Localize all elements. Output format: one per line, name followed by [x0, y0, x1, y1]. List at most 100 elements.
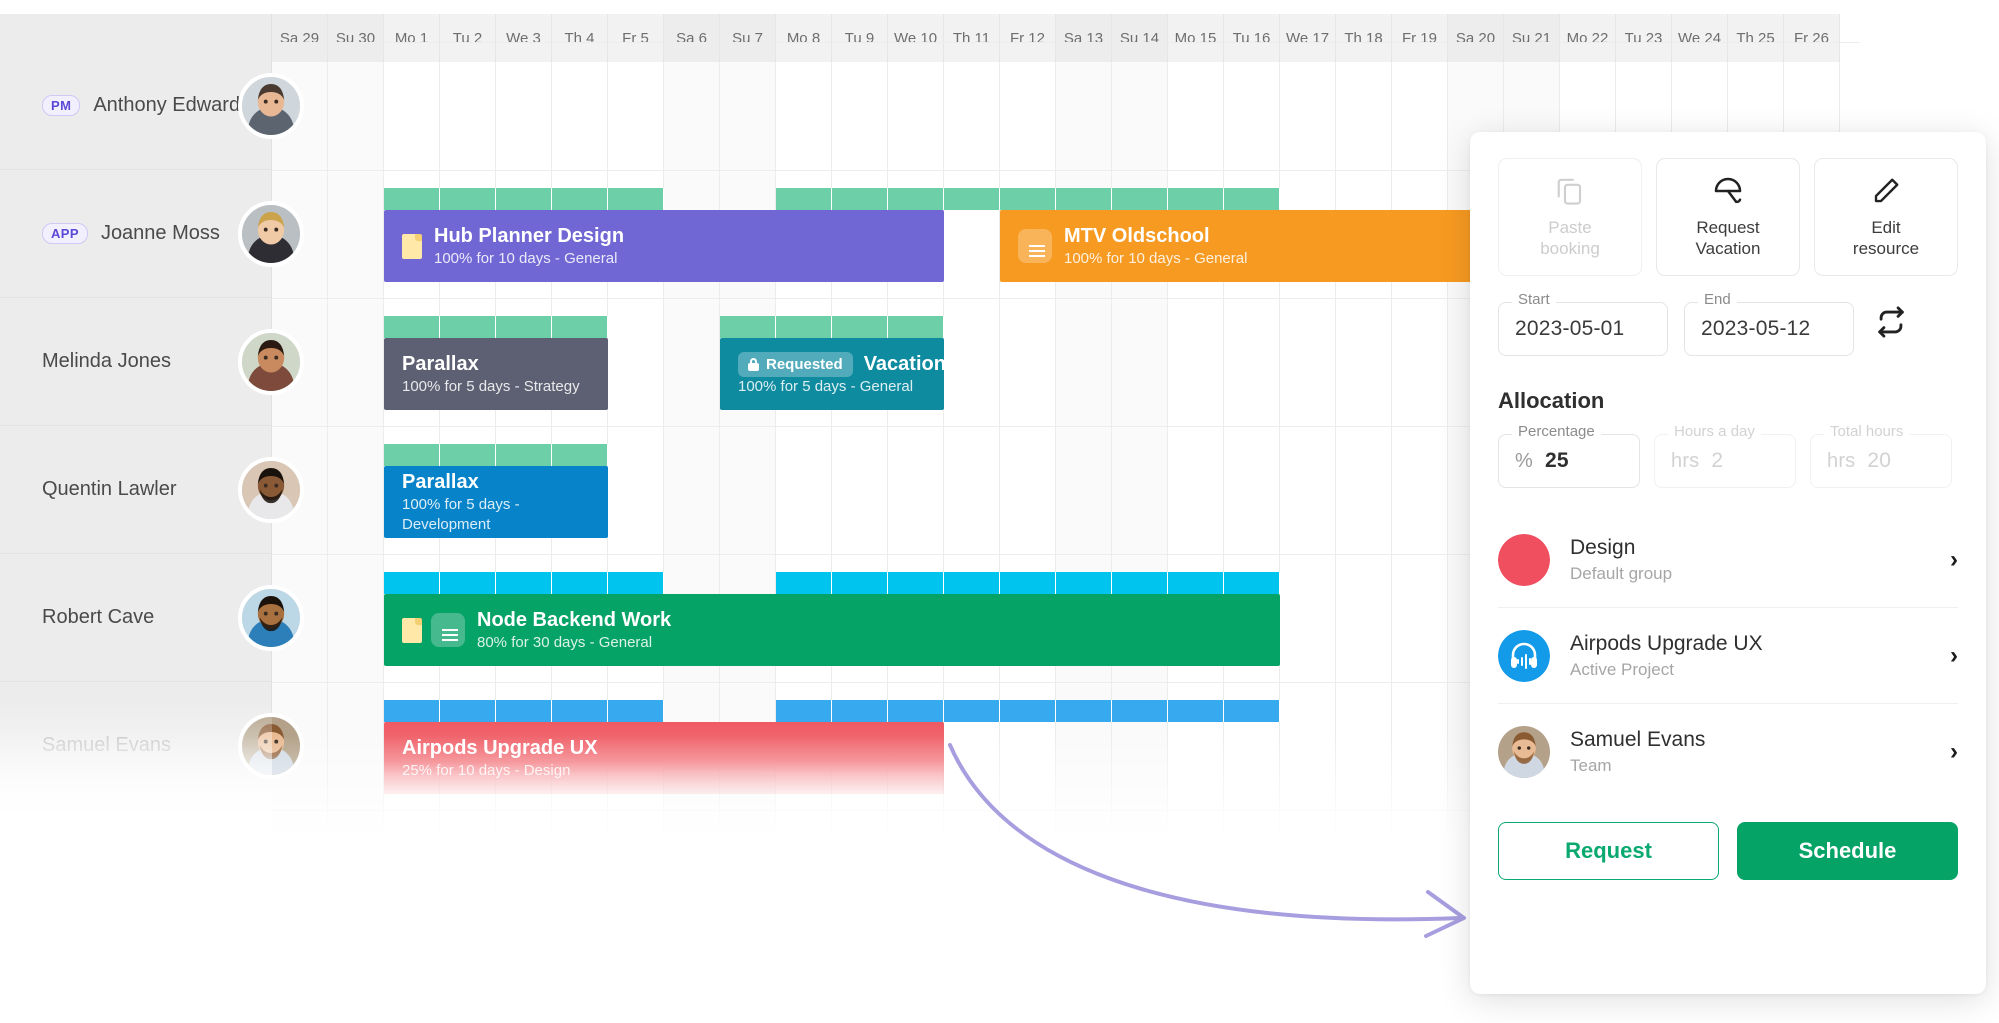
allocation-cell[interactable]	[832, 188, 888, 210]
day-header-cell[interactable]: Tu 23	[1616, 14, 1672, 62]
allocation-cell[interactable]	[720, 316, 776, 338]
allocation-strip[interactable]	[776, 700, 1280, 722]
allocation-cell[interactable]	[384, 188, 440, 210]
allocation-strip[interactable]	[1000, 188, 1280, 210]
day-column[interactable]	[720, 62, 776, 832]
allocation-cell[interactable]	[1224, 188, 1280, 210]
allocation-strip[interactable]	[776, 572, 1280, 594]
allocation-cell[interactable]	[496, 316, 552, 338]
allocation-cell[interactable]	[1056, 188, 1112, 210]
allocation-cell[interactable]	[888, 572, 944, 594]
allocation-cell[interactable]	[944, 700, 1000, 722]
allocation-cell[interactable]	[832, 316, 888, 338]
allocation-cell[interactable]	[944, 572, 1000, 594]
allocation-cell[interactable]	[496, 700, 552, 722]
selection-row[interactable]: Samuel Evans Team ›	[1498, 704, 1958, 800]
allocation-cell[interactable]	[440, 188, 496, 210]
schedule-button[interactable]: Schedule	[1737, 822, 1958, 880]
day-header-cell[interactable]: Mo 15	[1168, 14, 1224, 62]
allocation-cell[interactable]	[384, 572, 440, 594]
allocation-strip[interactable]	[384, 316, 608, 338]
selection-row[interactable]: Design Default group ›	[1498, 512, 1958, 608]
day-header-cell[interactable]: Th 4	[552, 14, 608, 62]
allocation-cell[interactable]	[552, 188, 608, 210]
allocation-cell[interactable]	[608, 572, 664, 594]
quick-action-request[interactable]: Request Vacation	[1656, 158, 1800, 276]
allocation-field-input[interactable]: % 25	[1498, 434, 1640, 488]
chevron-right-icon[interactable]: ›	[1950, 641, 1958, 669]
end-date-value[interactable]: 2023-05-12	[1684, 302, 1854, 356]
allocation-strip[interactable]	[384, 188, 664, 210]
day-column[interactable]	[328, 62, 384, 832]
allocation-field-hours-a-day[interactable]: Hours a day hrs 2	[1654, 423, 1796, 488]
resource-row[interactable]: Robert Cave	[0, 554, 272, 682]
day-column[interactable]	[272, 62, 328, 832]
allocation-field-input[interactable]: hrs 20	[1810, 434, 1952, 488]
allocation-cell[interactable]	[1168, 700, 1224, 722]
chevron-right-icon[interactable]: ›	[1950, 738, 1958, 765]
allocation-cell[interactable]	[552, 444, 608, 466]
day-header-cell[interactable]: Tu 9	[832, 14, 888, 62]
quick-action-edit[interactable]: Edit resource	[1814, 158, 1958, 276]
day-header-cell[interactable]: Fr 26	[1784, 14, 1840, 62]
allocation-cell[interactable]	[776, 700, 832, 722]
allocation-cell[interactable]	[888, 316, 944, 338]
day-header-cell[interactable]: Su 21	[1504, 14, 1560, 62]
allocation-cell[interactable]	[608, 700, 664, 722]
allocation-cell[interactable]	[1056, 572, 1112, 594]
day-header-cell[interactable]: Mo 1	[384, 14, 440, 62]
allocation-cell[interactable]	[552, 572, 608, 594]
allocation-cell[interactable]	[440, 572, 496, 594]
allocation-cell[interactable]	[496, 188, 552, 210]
day-header-cell[interactable]: Su 14	[1112, 14, 1168, 62]
allocation-cell[interactable]	[1112, 188, 1168, 210]
allocation-strip[interactable]	[384, 444, 608, 466]
allocation-cell[interactable]	[496, 444, 552, 466]
allocation-cell[interactable]	[1000, 700, 1056, 722]
allocation-cell[interactable]	[776, 572, 832, 594]
day-header-cell[interactable]: Tu 16	[1224, 14, 1280, 62]
allocation-cell[interactable]	[1112, 572, 1168, 594]
allocation-cell[interactable]	[888, 188, 944, 210]
allocation-cell[interactable]	[384, 444, 440, 466]
allocation-cell[interactable]	[1112, 700, 1168, 722]
selection-row[interactable]: Airpods Upgrade UX Active Project ›	[1498, 608, 1958, 704]
day-header-cell[interactable]: Th 25	[1728, 14, 1784, 62]
allocation-field-input[interactable]: hrs 2	[1654, 434, 1796, 488]
day-header-cell[interactable]: We 24	[1672, 14, 1728, 62]
allocation-cell[interactable]	[1000, 572, 1056, 594]
day-header-cell[interactable]: Th 18	[1336, 14, 1392, 62]
allocation-cell[interactable]	[776, 316, 832, 338]
day-header-cell[interactable]: Fr 5	[608, 14, 664, 62]
end-date-field[interactable]: End 2023-05-12	[1684, 291, 1854, 356]
allocation-cell[interactable]	[1000, 188, 1056, 210]
allocation-field-percentage[interactable]: Percentage % 25	[1498, 423, 1640, 488]
allocation-cell[interactable]	[384, 700, 440, 722]
day-header-cell[interactable]: We 17	[1280, 14, 1336, 62]
allocation-strip[interactable]	[384, 700, 664, 722]
day-header-cell[interactable]: Fr 12	[1000, 14, 1056, 62]
allocation-cell[interactable]	[608, 188, 664, 210]
allocation-cell[interactable]	[832, 572, 888, 594]
day-header-cell[interactable]: Su 7	[720, 14, 776, 62]
allocation-cell[interactable]	[440, 444, 496, 466]
allocation-cell[interactable]	[552, 700, 608, 722]
day-column[interactable]	[1392, 62, 1448, 832]
resource-row[interactable]: Samuel Evans	[0, 682, 272, 810]
day-header-cell[interactable]: Mo 22	[1560, 14, 1616, 62]
day-header-cell[interactable]: Th 11	[944, 14, 1000, 62]
allocation-cell[interactable]	[384, 316, 440, 338]
allocation-cell[interactable]	[1056, 700, 1112, 722]
day-header-cell[interactable]: Sa 13	[1056, 14, 1112, 62]
allocation-cell[interactable]	[552, 316, 608, 338]
chevron-right-icon[interactable]: ›	[1950, 545, 1958, 573]
resource-row[interactable]: Quentin Lawler	[0, 426, 272, 554]
day-column[interactable]	[1336, 62, 1392, 832]
